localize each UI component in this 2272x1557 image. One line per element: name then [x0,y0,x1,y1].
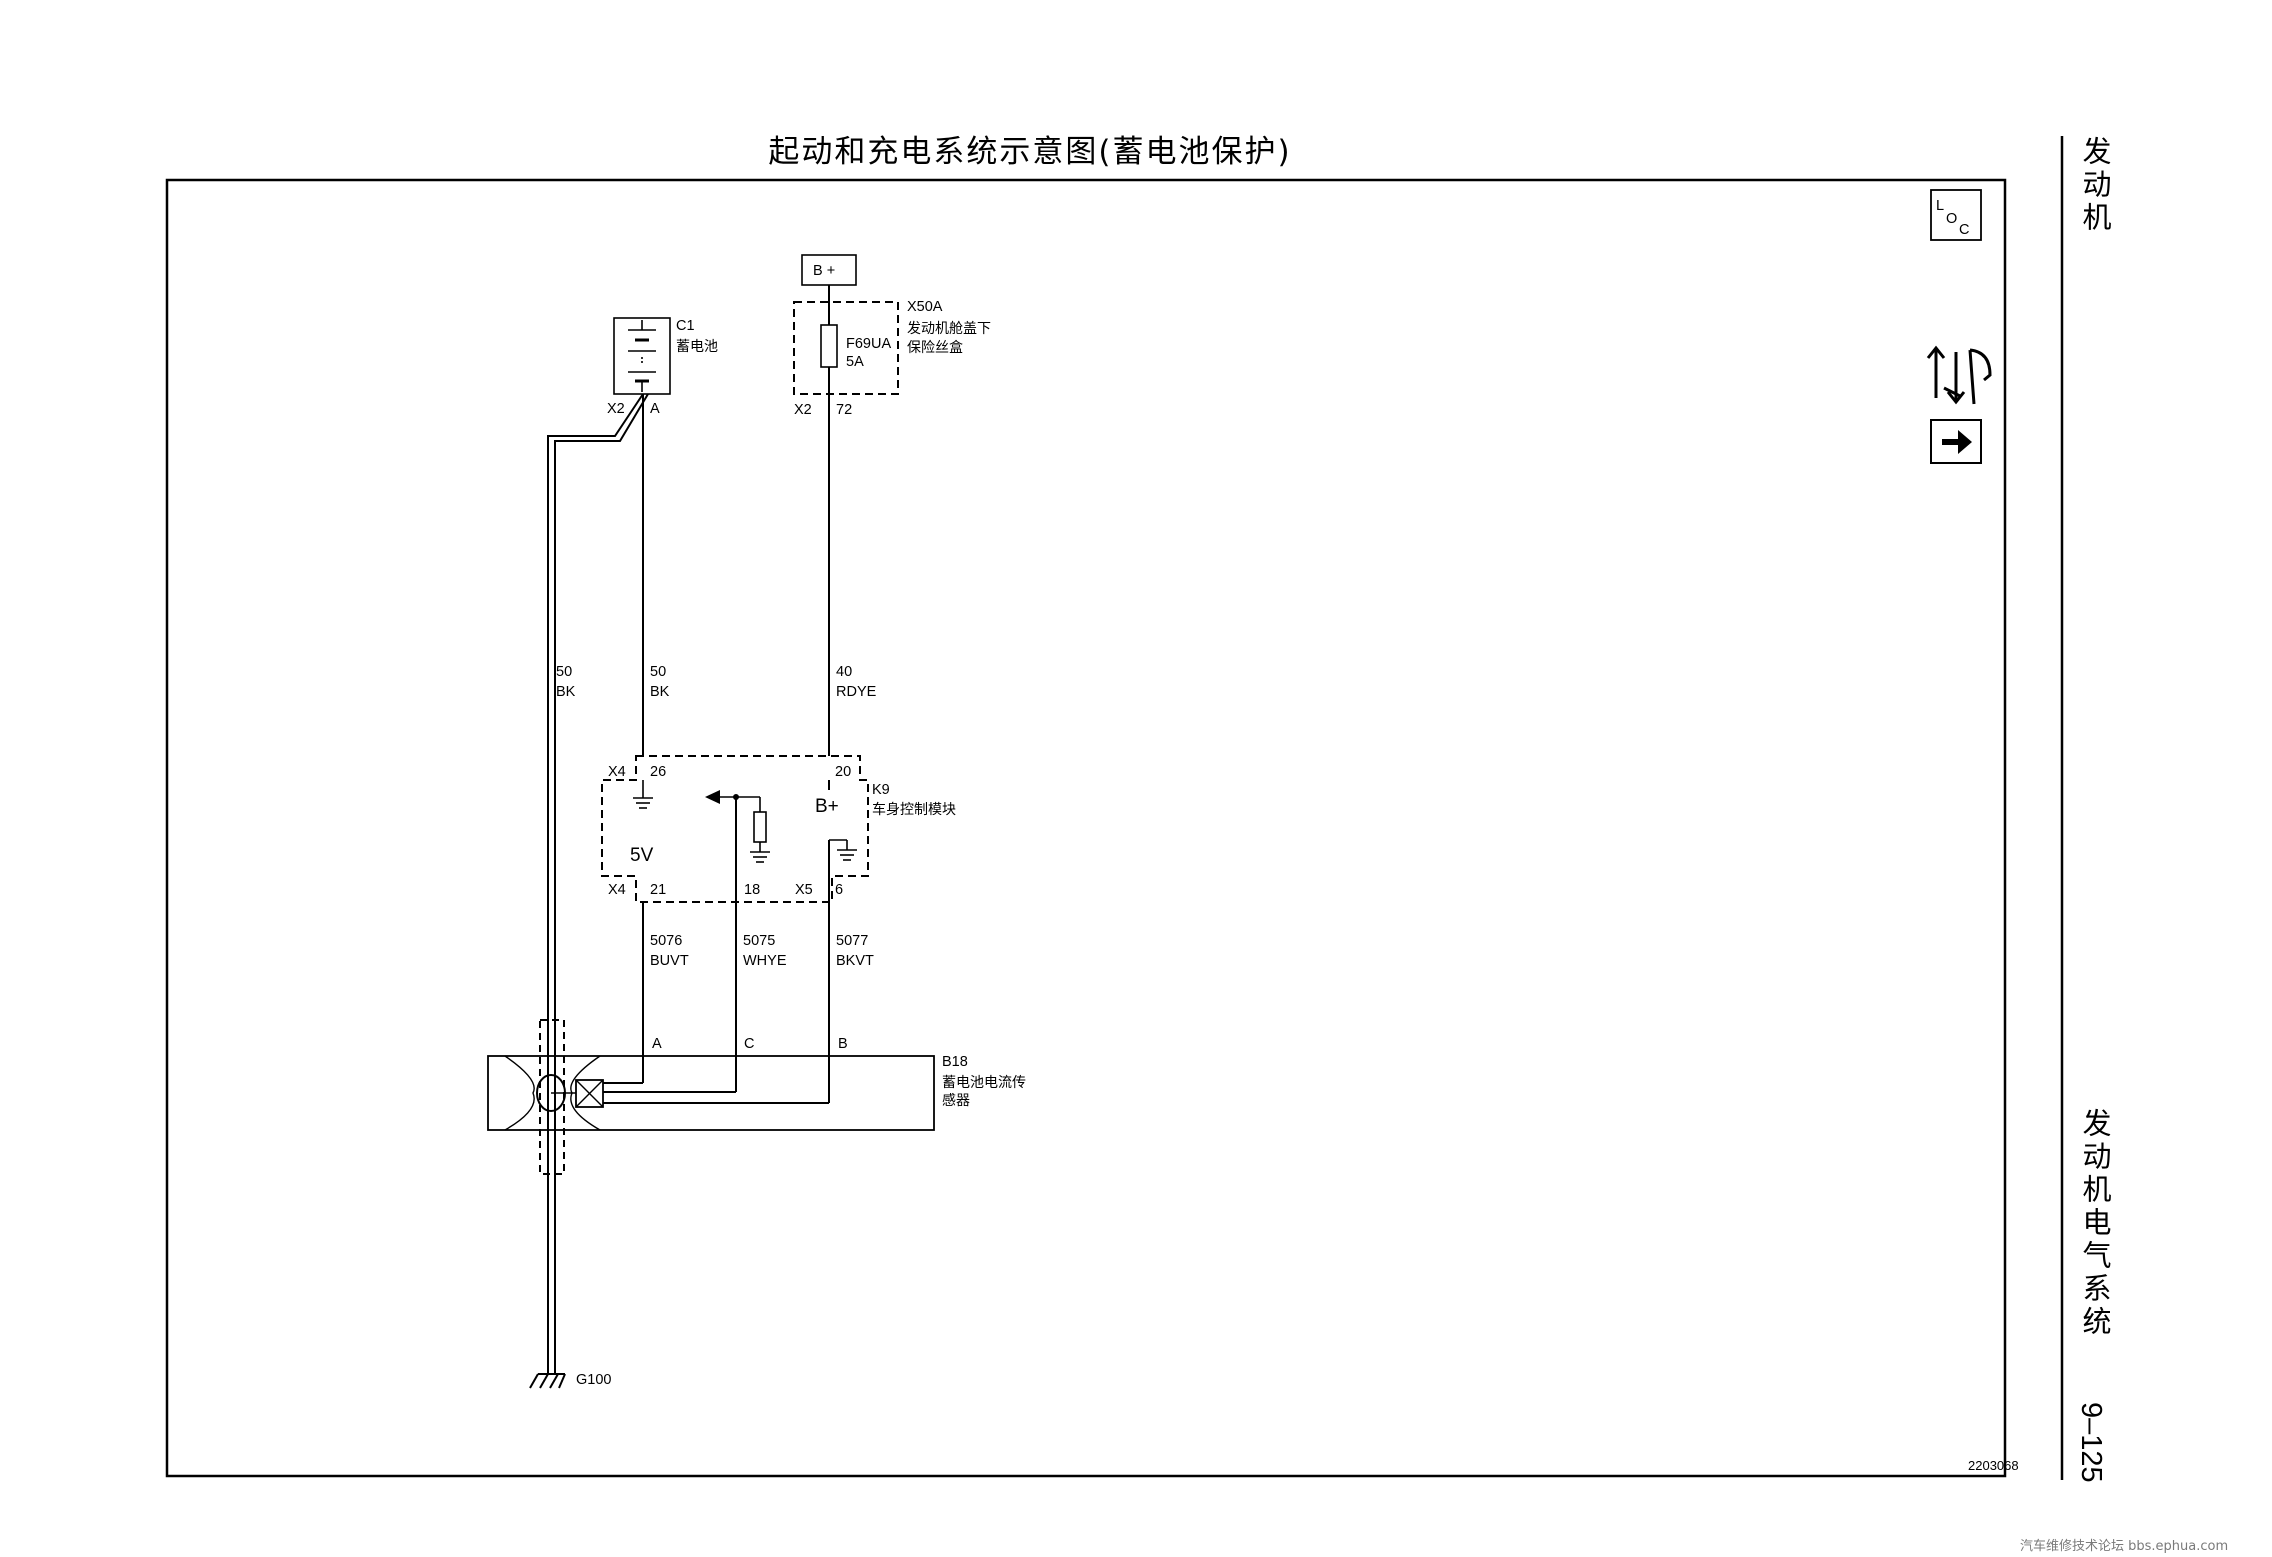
svg-text:L: L [1936,198,1944,214]
section-label-engine-electrical: 发动机电气系统 [2078,1108,2112,1339]
wire-color: BK [650,684,670,700]
svg-text:感器: 感器 [942,1092,970,1109]
section-label-engine: 发动机 [2078,136,2112,235]
svg-text:B +: B + [813,263,835,279]
page-number: 9–125 [2075,1402,2107,1483]
svg-text:5A: 5A [846,354,864,370]
arrow-right-icon [1930,419,1982,464]
wire-color: RDYE [836,684,877,700]
svg-text:X5: X5 [795,882,813,898]
location-icon: L O C [1930,189,1982,241]
wire-color: BK [556,684,576,700]
svg-text:6: 6 [835,882,843,898]
svg-text:G100: G100 [576,1372,611,1388]
bplus-terminal: B + [801,254,857,286]
wire-gauge: 5075 [743,933,775,949]
svg-text:72: 72 [836,402,852,418]
svg-text:B18: B18 [942,1054,968,1070]
svg-text:X2: X2 [607,401,625,417]
svg-text:18: 18 [744,882,760,898]
bcm-ground-symbol [829,839,857,861]
battery-current-sensor-b18: A C B B18 蓄电池电流传 感器 [487,1019,1026,1175]
pulldown-resistor [753,811,767,843]
fuse-f69ua [820,324,838,368]
wire-gauge: 50 [556,664,572,680]
svg-text:C1: C1 [676,318,695,334]
svg-text:21: 21 [650,882,666,898]
body-control-module-k9: X4 26 20 K9 车身控制模块 B+ 5V X4 21 18 X5 6 [601,755,956,903]
wire-gauge: 50 [650,664,666,680]
battery-c1: C1 蓄电池 X2 A [607,317,718,417]
svg-text:A: A [652,1036,662,1052]
bcm-internal-ground [633,780,653,809]
wire-color: BKVT [836,953,874,969]
svg-text:B+: B+ [815,796,839,817]
svg-text:X50A: X50A [907,299,943,315]
diagram-frame [165,178,2007,1478]
svg-text:X4: X4 [608,882,626,898]
svg-text:26: 26 [650,764,666,780]
page-title: 起动和充电系统示意图(蓄电池保护) [768,134,1292,170]
svg-text:C: C [744,1036,754,1052]
wire-gauge: 5076 [650,933,682,949]
svg-text:车身控制模块: 车身控制模块 [872,801,956,818]
svg-text:F69UA: F69UA [846,336,891,352]
ground-g100: G100 [529,1372,611,1389]
bcm-sense-circuit [705,790,770,863]
wire-gauge: 40 [836,664,852,680]
wire-color: WHYE [743,953,787,969]
svg-text:蓄电池: 蓄电池 [676,339,718,355]
svg-text:保险丝盒: 保险丝盒 [907,339,963,356]
service-tools-icon [1926,345,1992,405]
svg-text:20: 20 [835,764,851,780]
svg-text:X4: X4 [608,764,626,780]
figure-id: 2203068 [1968,1458,2019,1473]
wire-gauge: 5077 [836,933,868,949]
svg-text:O: O [1946,211,1957,227]
svg-text:K9: K9 [872,782,890,798]
fuse-block-x50a: X50A 发动机舱盖下 保险丝盒 F69UA 5A X2 72 [793,299,991,418]
svg-text:C: C [1959,222,1969,238]
svg-text:5V: 5V [630,845,654,866]
watermark: 汽车维修技术论坛 bbs.ephua.com [2020,1539,2229,1554]
svg-text:A: A [650,401,660,417]
svg-text:蓄电池电流传: 蓄电池电流传 [942,1075,1026,1091]
wire-color: BUVT [650,953,689,969]
svg-text:X2: X2 [794,402,812,418]
svg-text:B: B [838,1036,848,1052]
svg-text:发动机舱盖下: 发动机舱盖下 [907,321,991,337]
